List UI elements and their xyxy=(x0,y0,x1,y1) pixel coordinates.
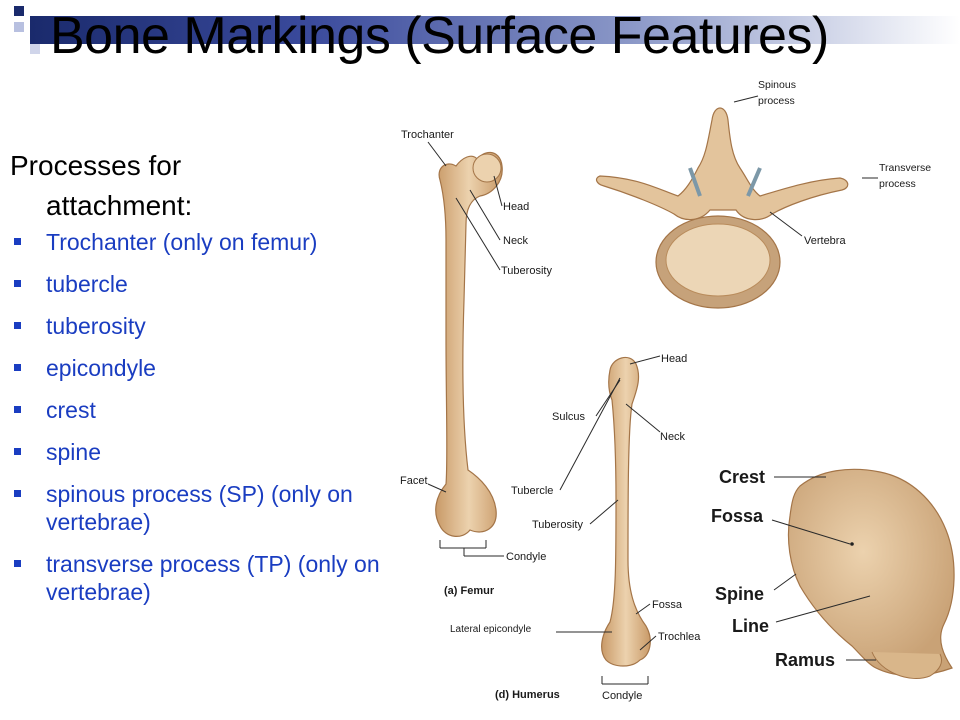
humerus-label-lateral-epicondyle: Lateral epicondyle xyxy=(450,624,532,635)
vertebra-body xyxy=(665,223,771,297)
tubercle-leader xyxy=(559,377,621,491)
bullet-item: tubercle xyxy=(10,270,405,298)
corner-square-navy xyxy=(14,6,24,16)
vertebra-illustration: Spinous process Transverse process Verte… xyxy=(595,79,931,309)
humerus-label-neck: Neck xyxy=(660,431,686,443)
humerus-label-fossa: Fossa xyxy=(652,599,683,611)
bullet-square-icon xyxy=(14,490,21,497)
femur-label-tuberosity: Tuberosity xyxy=(501,265,552,277)
femur-bone xyxy=(435,151,503,537)
humerus-label-tubercle: Tubercle xyxy=(511,485,553,497)
intro-line-1: Processes for xyxy=(10,150,182,181)
pelvis-label-crest: Crest xyxy=(719,467,765,487)
femur-label-neck: Neck xyxy=(503,235,529,247)
humerus-label-sulcus: Sulcus xyxy=(552,411,586,423)
pelvis-label-spine: Spine xyxy=(715,584,764,604)
femur-head-shape xyxy=(472,153,502,183)
pelvis-illustration: Crest Fossa Spine Line Ramus xyxy=(711,467,955,680)
bullet-text: transverse process (TP) (only on vertebr… xyxy=(46,551,380,605)
bullet-item: tuberosity xyxy=(10,312,405,340)
trochlea-leader xyxy=(639,635,657,651)
trochanter-leader xyxy=(427,141,447,167)
bullet-text: crest xyxy=(46,397,96,423)
spinous-leader xyxy=(733,95,759,103)
line-leader xyxy=(775,595,871,623)
bullet-square-icon xyxy=(14,560,21,567)
corner-square-pale xyxy=(30,44,40,54)
humerus-neck-leader xyxy=(625,403,661,433)
bullet-square-icon xyxy=(14,448,21,455)
humerus-label-trochlea: Trochlea xyxy=(658,631,701,643)
humerus-label-tuberosity: Tuberosity xyxy=(532,519,583,531)
bullet-item: spinous process (SP) (only on vertebrae) xyxy=(10,480,405,536)
humerus-caption: (d) Humerus xyxy=(495,689,560,701)
humerus-illustration: Head Sulcus Neck Tubercle Tuberosity Fos… xyxy=(450,353,701,702)
humerus-tuberosity-leader xyxy=(589,499,619,525)
bullet-text: Trochanter (only on femur) xyxy=(46,229,318,255)
intro-text: Processes for attachment: xyxy=(10,146,400,226)
bullet-text: tuberosity xyxy=(46,313,146,339)
femur-label-trochanter: Trochanter xyxy=(401,129,454,141)
bullet-text: spine xyxy=(46,439,101,465)
vertebra-label-transverse-2: process xyxy=(879,178,916,190)
femur-tuberosity-leader xyxy=(455,197,501,271)
pelvis-fossa-leader xyxy=(771,519,851,545)
corner-square-light xyxy=(14,22,24,32)
bullet-item: transverse process (TP) (only on vertebr… xyxy=(10,550,405,606)
femur-label-condyle: Condyle xyxy=(506,551,546,563)
slide-title: Bone Markings (Surface Features) xyxy=(50,7,829,65)
title-bar xyxy=(30,16,960,44)
pelvis-fossa-dot xyxy=(850,542,854,546)
bullet-item: crest xyxy=(10,396,405,424)
bullet-item: Trochanter (only on femur) xyxy=(10,228,405,256)
facet-leader xyxy=(427,483,447,493)
vertebra-label-spinous-1: Spinous xyxy=(758,79,796,91)
pelvis-label-fossa: Fossa xyxy=(711,506,764,526)
pelvis-label-line: Line xyxy=(732,616,769,636)
humerus-bone xyxy=(601,356,651,667)
spine-leader xyxy=(773,573,797,591)
vertebra-label-vertebra: Vertebra xyxy=(804,235,846,247)
vertebra-label-spinous-2: process xyxy=(758,95,795,107)
vertebra-leader xyxy=(769,211,803,237)
vertebra-facets xyxy=(688,167,762,197)
femur-illustration: Trochanter Head Neck Tuberosity Facet Co… xyxy=(400,129,552,597)
bullet-text: spinous process (SP) (only on vertebrae) xyxy=(46,481,353,535)
bullet-square-icon xyxy=(14,364,21,371)
bullet-list: Trochanter (only on femur) tubercle tube… xyxy=(10,228,405,620)
vertebra-arch xyxy=(595,107,849,221)
bullet-item: epicondyle xyxy=(10,354,405,382)
bullet-square-icon xyxy=(14,238,21,245)
femur-neck-leader xyxy=(469,189,501,241)
pelvis-bone xyxy=(787,468,955,677)
bullet-item: spine xyxy=(10,438,405,466)
humerus-label-head: Head xyxy=(661,353,687,365)
fossa-leader xyxy=(635,603,651,615)
intro-line-2: attachment: xyxy=(46,190,193,221)
humerus-head-leader xyxy=(629,355,661,365)
pelvis-ramus-shape xyxy=(871,651,943,680)
bullet-text: tubercle xyxy=(46,271,128,297)
bullet-square-icon xyxy=(14,322,21,329)
femur-label-facet: Facet xyxy=(400,475,428,487)
humerus-label-condyle: Condyle xyxy=(602,690,642,702)
femur-label-head: Head xyxy=(503,201,529,213)
pelvis-label-ramus: Ramus xyxy=(775,650,835,670)
femur-head-leader xyxy=(493,175,503,207)
femur-caption: (a) Femur xyxy=(444,585,495,597)
bullet-square-icon xyxy=(14,280,21,287)
bullet-text: epicondyle xyxy=(46,355,156,381)
vertebra-label-transverse-1: Transverse xyxy=(879,162,931,174)
bullet-square-icon xyxy=(14,406,21,413)
